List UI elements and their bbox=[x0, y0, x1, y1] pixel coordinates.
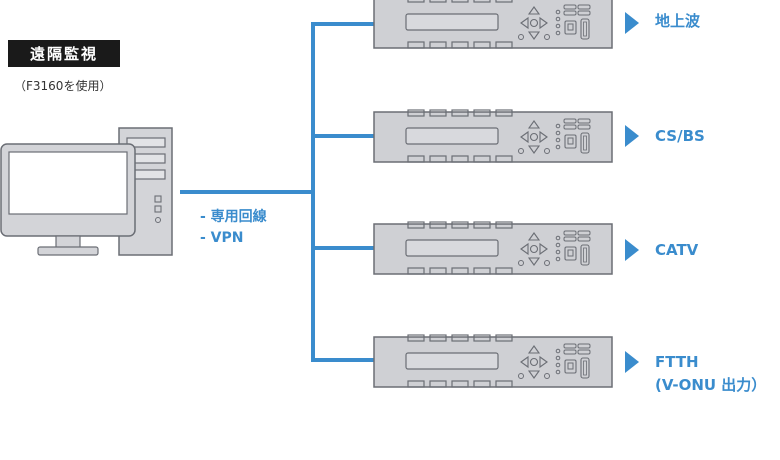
monitoring-title: 遠隔監視 bbox=[8, 40, 120, 67]
output-arrow-icon bbox=[625, 12, 639, 34]
receiver-unit-3 bbox=[373, 221, 613, 275]
connection-item-vpn: - VPN bbox=[200, 230, 244, 246]
monitoring-subtitle: （F3160を使用） bbox=[14, 79, 112, 93]
pc-monitor-icon bbox=[0, 143, 136, 256]
output-label-terrestrial: 地上波 bbox=[655, 12, 701, 30]
receiver-unit-4 bbox=[373, 334, 613, 388]
output-label-ftth: FTTH bbox=[655, 353, 699, 371]
output-arrow-icon bbox=[625, 125, 639, 147]
output-arrow-icon bbox=[625, 351, 639, 373]
output-arrow-icon bbox=[625, 239, 639, 261]
receiver-unit-2 bbox=[373, 109, 613, 163]
connection-item-leased-line: - 専用回線 bbox=[200, 209, 267, 225]
connection-lines bbox=[180, 22, 374, 362]
output-sublabel-ftth: (V-ONU 出力） bbox=[655, 376, 767, 394]
receiver-unit-1 bbox=[373, 0, 613, 49]
output-label-cs-bs: CS/BS bbox=[655, 127, 705, 145]
output-label-catv: CATV bbox=[655, 241, 699, 259]
